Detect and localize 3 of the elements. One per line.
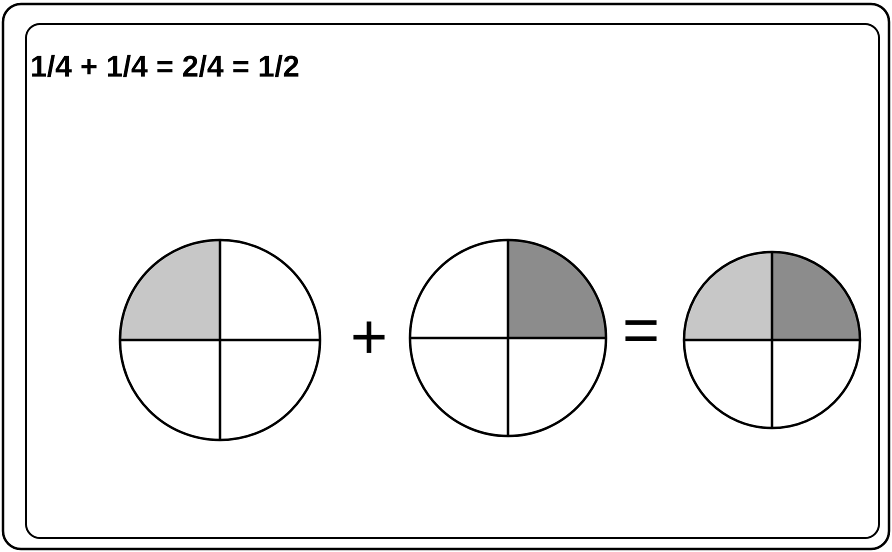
operator-sign: = [625,320,657,341]
title: 1/4 + 1/4 = 2/4 = 1/2 [32,54,298,78]
operator-sign: + [353,322,385,353]
